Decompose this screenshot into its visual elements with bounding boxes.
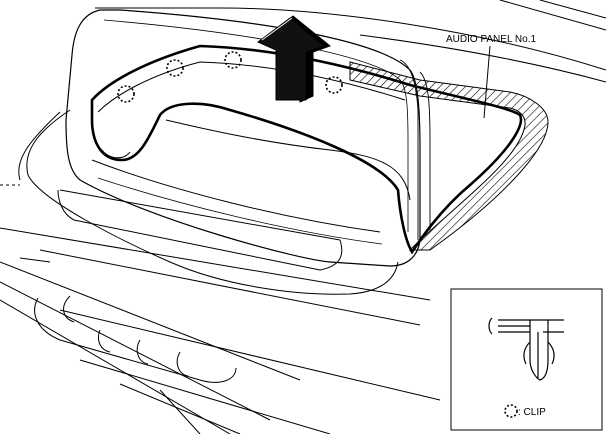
callout-leader-line	[483, 45, 491, 119]
clip-markers	[117, 51, 343, 103]
lift-up-arrow-icon	[257, 15, 332, 103]
callout: AUDIO PANEL No.1	[446, 34, 536, 119]
clip-icon	[325, 76, 343, 94]
clip-cross-section	[488, 317, 564, 381]
clip-detail-inset: : CLIP	[450, 288, 603, 431]
clip-icon	[504, 404, 518, 418]
callout-label: AUDIO PANEL No.1	[446, 34, 536, 45]
hatched-frame	[349, 61, 549, 251]
clip-icon	[166, 59, 184, 77]
clip-icon	[117, 85, 135, 103]
legend-label: : CLIP	[518, 407, 546, 418]
clip-icon	[224, 51, 242, 69]
